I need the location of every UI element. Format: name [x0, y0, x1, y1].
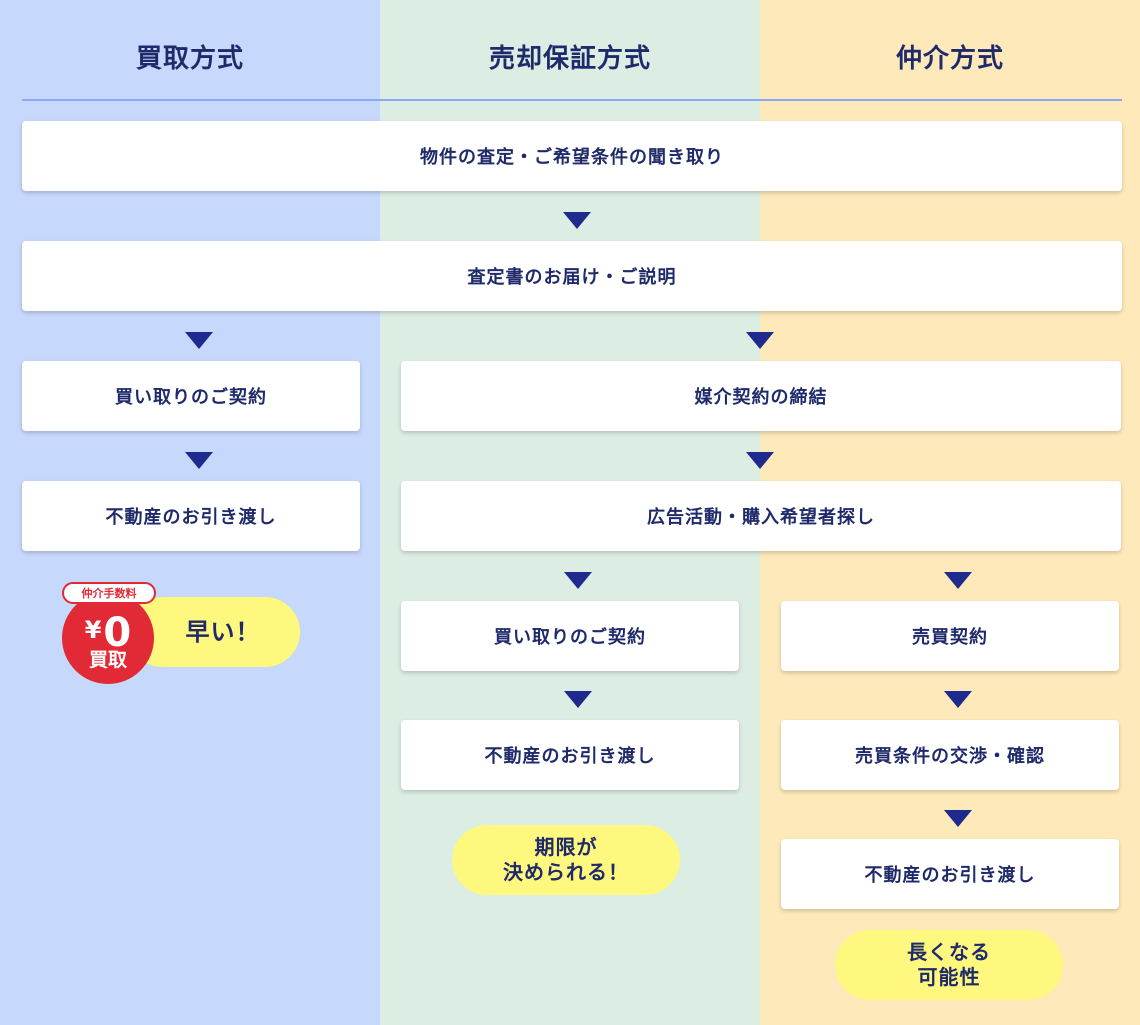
outcome-longer: 長くなる 可能性: [835, 930, 1063, 1000]
header-divider: [22, 99, 1122, 101]
column-title-kaitori: 買取方式: [135, 44, 244, 74]
arrow-down-icon: [564, 691, 592, 708]
outcome-deadline: 期限が 決められる！: [452, 825, 680, 895]
badge-amount-value: 0: [103, 610, 132, 656]
column-title-chukai: 仲介方式: [895, 44, 1004, 74]
arrow-down-icon: [185, 452, 213, 469]
step-mediation-contract: 媒介契約の締結: [401, 361, 1121, 431]
step-assessment: 物件の査定・ご希望条件の聞き取り: [22, 121, 1122, 191]
outcome-deadline-line1: 期限が: [534, 835, 598, 859]
step-advertising: 広告活動・購入希望者探し: [401, 481, 1121, 551]
badge-amount: ¥0: [62, 610, 154, 653]
outcome-longer-line2: 可能性: [917, 965, 981, 989]
step-negotiation: 売買条件の交渉・確認: [781, 720, 1119, 790]
step-sale-contract: 売買契約: [781, 601, 1119, 671]
step-report-delivery: 査定書のお届け・ご説明: [22, 241, 1122, 311]
outcome-longer-line1: 長くなる: [907, 940, 991, 964]
arrow-down-icon: [944, 810, 972, 827]
arrow-down-icon: [564, 572, 592, 589]
arrow-down-icon: [185, 332, 213, 349]
arrow-down-icon: [944, 572, 972, 589]
arrow-down-icon: [746, 452, 774, 469]
step-kaitori-handover: 不動産のお引き渡し: [22, 481, 360, 551]
step-kaitori-contract: 買い取りのご契約: [22, 361, 360, 431]
arrow-down-icon: [944, 691, 972, 708]
badge-tag: 仲介手数料: [62, 582, 156, 604]
step-hosho-contract: 買い取りのご契約: [401, 601, 739, 671]
badge-label: 買取: [88, 649, 127, 671]
column-title-hosho: 売却保証方式: [488, 44, 651, 74]
step-hosho-handover: 不動産のお引き渡し: [401, 720, 739, 790]
outcome-deadline-line2: 決められる！: [503, 860, 629, 884]
arrow-down-icon: [563, 212, 591, 229]
step-chukai-handover: 不動産のお引き渡し: [781, 839, 1119, 909]
zero-fee-badge: ¥0 買取: [62, 592, 154, 684]
outcome-fast: 早い！: [128, 597, 300, 667]
yen-symbol: ¥: [84, 616, 102, 644]
arrow-down-icon: [746, 332, 774, 349]
